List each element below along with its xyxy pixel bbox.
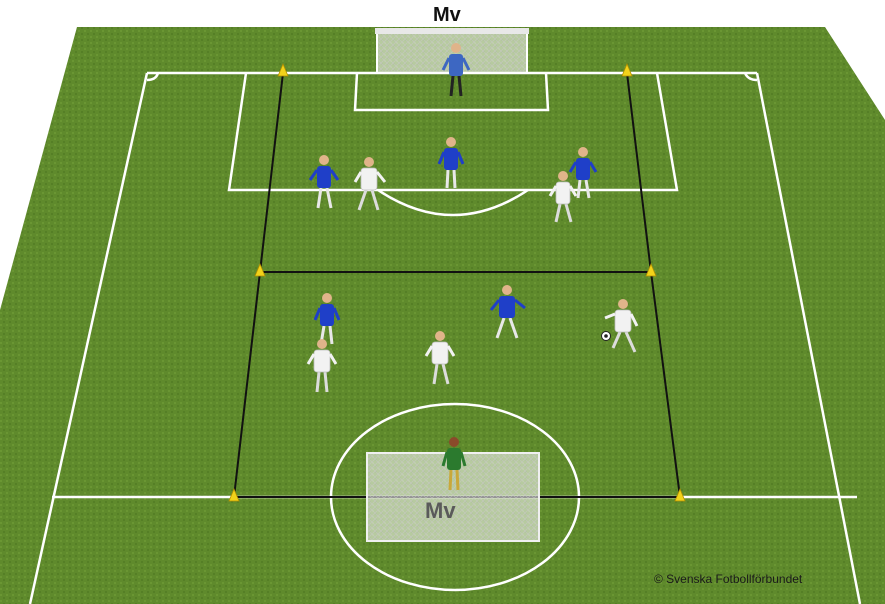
top-goalkeeper-label: Mv — [433, 4, 461, 27]
copyright-notice: © Svenska Fotbollförbundet — [654, 572, 802, 586]
ball — [602, 332, 611, 341]
bottom-goalkeeper-label: Mv — [425, 498, 456, 524]
